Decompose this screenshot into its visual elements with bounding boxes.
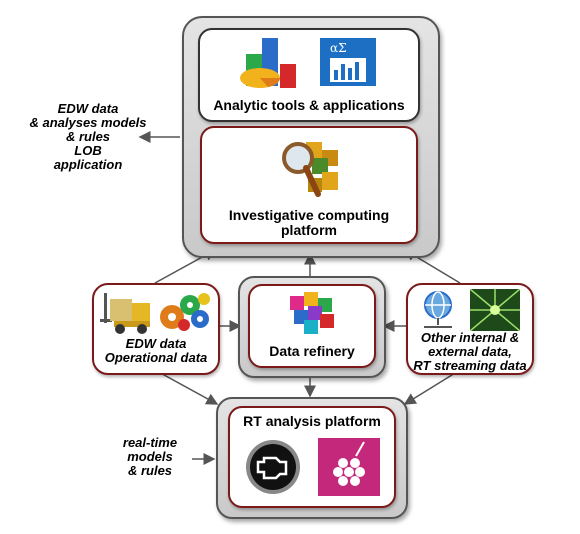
edw-output-line-5: application — [53, 157, 123, 172]
edw-output-line-2: & analyses models — [29, 115, 147, 130]
forklift-icon — [100, 293, 150, 334]
investigative-computing-box: Investigative computing platform — [200, 126, 418, 244]
engine-warning-icon — [246, 440, 300, 494]
edw-box-text: EDW data Operational data — [94, 337, 218, 365]
analytic-tools-label: Analytic tools & applications — [213, 97, 405, 113]
statistics-formula-icon: αΣ — [320, 38, 376, 86]
edw-output-line-1: EDW data — [57, 101, 119, 116]
globe-network-icon — [424, 291, 452, 328]
data-refinery-label: Data refinery — [269, 343, 355, 359]
realtime-line-3: & rules — [127, 463, 173, 478]
realtime-line-1: real-time — [122, 435, 178, 450]
other-box-line-2: external data, — [428, 344, 512, 359]
analytic-tools-box: αΣ Analytic tools & applications — [198, 28, 420, 122]
data-stream-icon — [470, 289, 520, 331]
other-box-line-1: Other internal & — [420, 330, 520, 345]
other-box-text: Other internal & external data, RT strea… — [408, 331, 532, 373]
edw-box-line-2: Operational data — [104, 350, 208, 365]
rt-platform-box: RT analysis platform — [228, 406, 396, 508]
arrow-other-to-rt — [403, 369, 461, 405]
rt-platform-label: RT analysis platform — [243, 413, 381, 429]
data-refinery-box: Data refinery — [248, 284, 376, 368]
investigative-label-1: Investigative computing — [228, 207, 390, 223]
edw-output-line-3: & rules — [65, 129, 111, 144]
magnifier-puzzle-icon — [282, 142, 338, 197]
other-box-line-3: RT streaming data — [413, 358, 527, 373]
chart-3d-icon — [240, 38, 296, 88]
edw-box-line-1: EDW data — [125, 336, 187, 351]
edw-output-text: EDW data & analyses models & rules LOB a… — [8, 102, 168, 172]
svg-text:αΣ: αΣ — [330, 41, 347, 55]
other-data-box: Other internal & external data, RT strea… — [406, 283, 534, 375]
data-cube-icon — [290, 292, 334, 334]
realtime-line-2: models — [127, 449, 173, 464]
hexagon-network-icon — [318, 438, 380, 496]
edw-data-box: EDW data Operational data — [92, 283, 220, 375]
realtime-text: real-time models & rules — [108, 436, 192, 478]
arrow-edw-to-rt — [154, 369, 219, 405]
edw-output-line-4: LOB — [74, 143, 102, 158]
investigative-label-2: platform — [281, 222, 337, 238]
gears-icon — [160, 293, 210, 331]
